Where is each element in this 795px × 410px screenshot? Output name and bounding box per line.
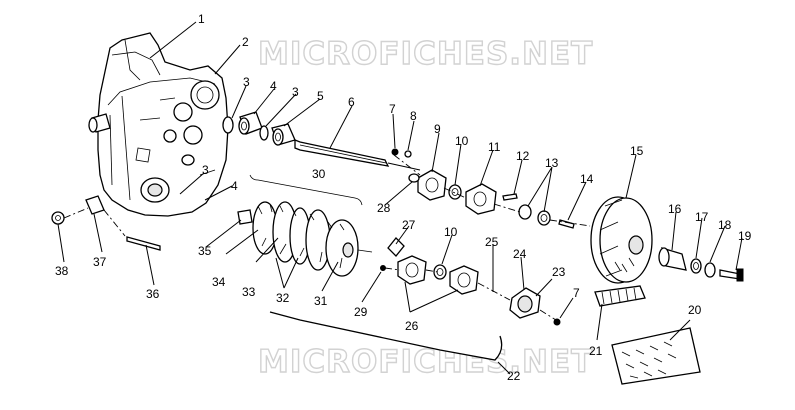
callout-30: 30 (312, 167, 326, 181)
callout-7b: 7 (573, 286, 580, 300)
upper-shaft-group (222, 111, 421, 171)
part-9-plate (417, 169, 447, 201)
callout-8: 8 (410, 109, 417, 123)
part-3-middle (259, 125, 269, 141)
callout-3b: 3 (292, 85, 299, 99)
callout-23: 23 (552, 265, 566, 279)
part-18-washer (704, 262, 716, 278)
callout-36: 36 (146, 287, 160, 301)
callout-28: 28 (377, 201, 391, 215)
callout-6: 6 (348, 95, 355, 109)
left-small-parts (51, 195, 161, 251)
callout-3c: 3 (202, 163, 209, 177)
part-21-chain (594, 285, 646, 307)
cable-chain-links (269, 285, 701, 385)
upper-right-parts (391, 148, 591, 229)
callout-labels: 1 2 3 4 3 5 6 7 8 9 10 11 12 13 14 15 3 … (55, 12, 752, 383)
callout-34: 34 (212, 275, 226, 289)
part-6-shaft (294, 139, 390, 167)
callout-4b: 4 (231, 179, 238, 193)
callout-25: 25 (485, 235, 499, 249)
right-fasteners (658, 247, 744, 282)
callout-33: 33 (242, 285, 256, 299)
part-13-washer-a (518, 204, 532, 220)
callout-29: 29 (354, 305, 368, 319)
callout-10a: 10 (455, 134, 469, 148)
leader-lines (57, 21, 743, 375)
callout-5: 5 (317, 89, 324, 103)
callout-3a: 3 (243, 75, 250, 89)
callout-26: 26 (405, 319, 419, 333)
part-15-sprocket (590, 196, 653, 284)
part-3-upper (222, 116, 234, 134)
part-31-gear (325, 219, 359, 277)
callout-24: 24 (513, 247, 527, 261)
part-26-plate-b (449, 265, 479, 295)
part-22-cable (269, 311, 503, 361)
callout-17: 17 (695, 210, 709, 224)
chaincase-housing (88, 32, 229, 217)
callout-1: 1 (198, 12, 205, 26)
callout-38: 38 (55, 264, 69, 278)
callout-27: 27 (402, 218, 416, 232)
callout-9: 9 (434, 122, 441, 136)
watermark-top: MICROFICHES.NET (258, 36, 593, 72)
part-8-washer (404, 150, 412, 158)
part-20-chain-links (611, 327, 701, 385)
callout-31: 31 (314, 294, 328, 308)
callout-20: 20 (688, 303, 702, 317)
callout-2: 2 (242, 35, 249, 49)
part-38-nut (51, 211, 65, 225)
callout-18: 18 (718, 218, 732, 232)
part-12-bolt (502, 193, 518, 201)
callout-21: 21 (589, 344, 603, 358)
gear-cluster (237, 174, 373, 277)
part-29-bolt (380, 265, 386, 271)
part-35-nut (237, 209, 253, 225)
callout-7a: 7 (389, 102, 396, 116)
part-11-plate (465, 183, 497, 215)
part-7-lower-bolt (553, 318, 561, 326)
part-13-washer-b (537, 210, 551, 226)
part-10-upper (448, 184, 462, 200)
bracket-30 (249, 174, 363, 206)
watermark-bottom: MICROFICHES.NET (258, 344, 593, 380)
part-17-washer (690, 258, 702, 274)
callout-37: 37 (93, 255, 107, 269)
part-7-bolt (391, 148, 399, 156)
callout-11: 11 (488, 140, 501, 154)
callout-16: 16 (668, 202, 682, 216)
callout-10b: 10 (444, 225, 458, 239)
part-28 (408, 173, 420, 183)
part-14-key (558, 219, 575, 229)
callout-19: 19 (738, 229, 752, 243)
callout-4a: 4 (270, 79, 277, 93)
callout-12: 12 (516, 149, 530, 163)
part-10-lower (433, 264, 447, 280)
callout-32: 32 (276, 291, 290, 305)
callout-13: 13 (545, 156, 559, 170)
part-36-bolt (126, 236, 161, 251)
callout-35: 35 (198, 244, 212, 258)
part-37-bracket (85, 195, 105, 215)
part-27 (387, 237, 405, 257)
lower-middle-parts (380, 237, 561, 326)
callout-15: 15 (630, 144, 644, 158)
callout-14: 14 (580, 172, 594, 186)
part-26-plate-a (397, 255, 427, 285)
callout-22: 22 (507, 369, 521, 383)
